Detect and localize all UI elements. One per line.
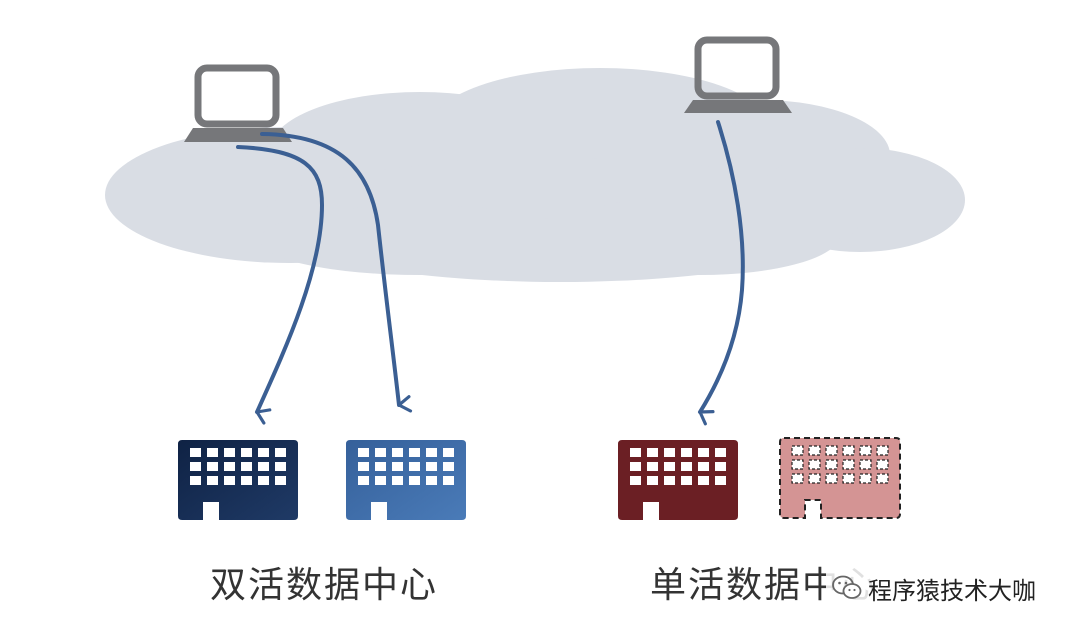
building-window bbox=[825, 445, 838, 456]
building-window bbox=[207, 476, 218, 485]
computer-right-icon bbox=[684, 36, 792, 113]
building-window bbox=[791, 473, 804, 484]
building-body bbox=[779, 437, 901, 519]
watermark-text: 程序猿技术大咖 bbox=[868, 576, 1036, 605]
building-window bbox=[426, 448, 437, 457]
building-window bbox=[224, 462, 235, 471]
building-window bbox=[207, 448, 218, 457]
building-window bbox=[715, 448, 726, 457]
watermark: 程序猿技术大咖 bbox=[826, 566, 1042, 610]
building-window bbox=[698, 476, 709, 485]
building-window bbox=[358, 462, 369, 471]
building-body bbox=[178, 440, 298, 520]
building-window bbox=[241, 462, 252, 471]
datacenter-single-standby-icon bbox=[779, 437, 901, 519]
building-window bbox=[275, 448, 286, 457]
building-window bbox=[258, 462, 269, 471]
arrow-to-dual-dc-a bbox=[236, 145, 325, 425]
building-window bbox=[681, 448, 692, 457]
building-window bbox=[825, 459, 838, 470]
building-window bbox=[409, 476, 420, 485]
dual-active-datacenter-label: 双活数据中心 bbox=[210, 565, 439, 606]
building-window bbox=[275, 462, 286, 471]
building-window bbox=[842, 473, 855, 484]
building-window bbox=[224, 476, 235, 485]
building-window bbox=[443, 476, 454, 485]
building-window bbox=[241, 476, 252, 485]
building-window bbox=[443, 448, 454, 457]
building-window bbox=[224, 448, 235, 457]
building-window bbox=[698, 448, 709, 457]
building-window bbox=[630, 462, 641, 471]
building-window bbox=[375, 462, 386, 471]
building-window bbox=[630, 448, 641, 457]
building-window bbox=[392, 462, 403, 471]
building-window bbox=[859, 445, 872, 456]
building-window bbox=[876, 473, 889, 484]
building-window bbox=[275, 476, 286, 485]
building-window bbox=[409, 448, 420, 457]
building-window bbox=[808, 445, 821, 456]
building-window bbox=[358, 476, 369, 485]
building-window bbox=[842, 445, 855, 456]
building-window bbox=[664, 476, 675, 485]
building-window bbox=[190, 448, 201, 457]
building-window bbox=[258, 448, 269, 457]
building-window bbox=[258, 476, 269, 485]
building-window bbox=[715, 476, 726, 485]
computer-left-icon bbox=[184, 64, 292, 142]
building-window bbox=[876, 459, 889, 470]
building-window bbox=[859, 459, 872, 470]
building-window bbox=[647, 448, 658, 457]
building-window bbox=[375, 448, 386, 457]
building-window bbox=[409, 462, 420, 471]
datacenter-dual-a-icon bbox=[178, 440, 298, 520]
building-window bbox=[647, 476, 658, 485]
cloud bbox=[105, 68, 965, 282]
building-window bbox=[876, 445, 889, 456]
building-window bbox=[715, 462, 726, 471]
arrow-to-dual-dc-b bbox=[260, 132, 413, 413]
arrow-to-single-dc-active bbox=[698, 120, 745, 426]
building-window bbox=[791, 459, 804, 470]
building-window bbox=[791, 445, 804, 456]
building-window bbox=[190, 462, 201, 471]
building-body bbox=[618, 440, 738, 520]
datacenter-single-active-icon bbox=[618, 440, 738, 520]
building-window bbox=[664, 448, 675, 457]
building-window bbox=[859, 473, 872, 484]
datacenter-dual-b-icon bbox=[346, 440, 466, 520]
building-window bbox=[375, 476, 386, 485]
building-window bbox=[825, 473, 838, 484]
building-window bbox=[426, 462, 437, 471]
building-window bbox=[842, 459, 855, 470]
building-window bbox=[681, 462, 692, 471]
building-window bbox=[426, 476, 437, 485]
wechat-icon bbox=[832, 575, 862, 599]
building-window bbox=[681, 476, 692, 485]
building-window bbox=[392, 448, 403, 457]
building-window bbox=[808, 459, 821, 470]
building-window bbox=[647, 462, 658, 471]
building-window bbox=[808, 473, 821, 484]
building-window bbox=[241, 448, 252, 457]
building-window bbox=[190, 476, 201, 485]
building-window bbox=[698, 462, 709, 471]
building-body bbox=[346, 440, 466, 520]
building-window bbox=[207, 462, 218, 471]
building-window bbox=[392, 476, 403, 485]
building-window bbox=[630, 476, 641, 485]
building-window bbox=[443, 462, 454, 471]
building-window bbox=[358, 448, 369, 457]
building-window bbox=[664, 462, 675, 471]
